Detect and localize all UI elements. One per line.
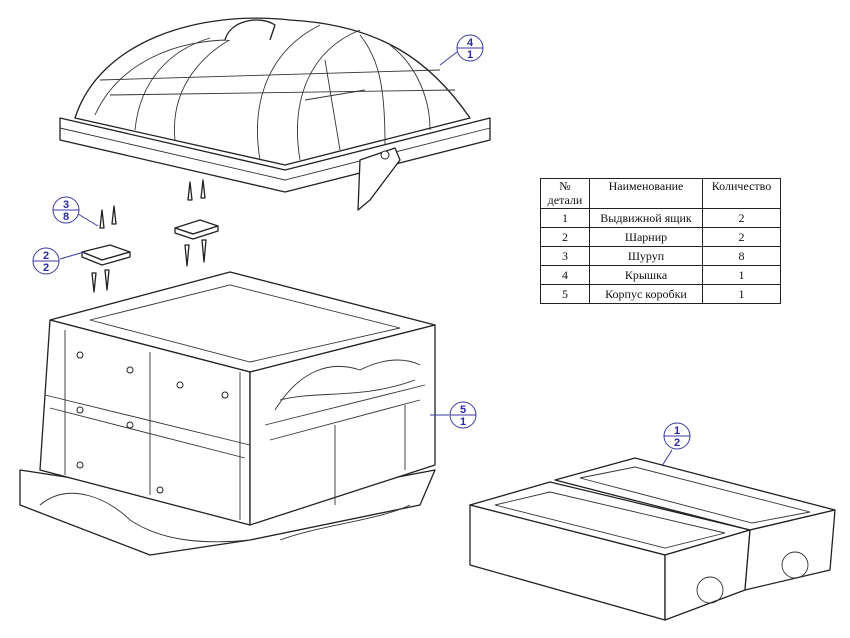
- table-header: № детали Наименование Количество: [540, 178, 781, 209]
- lid-part-4: [59, 17, 491, 211]
- header-quantity: Количество: [702, 178, 781, 209]
- svg-text:2: 2: [674, 437, 680, 449]
- drawers-part-1: [469, 457, 836, 621]
- svg-text:8: 8: [63, 211, 69, 223]
- cell-no: 1: [540, 208, 590, 228]
- header-name: Наименование: [589, 178, 703, 209]
- cell-qty: 2: [702, 227, 781, 247]
- screws-part-3: [91, 179, 207, 293]
- cell-name: Выдвижной ящик: [589, 208, 703, 228]
- cell-qty: 8: [702, 246, 781, 266]
- header-part-number: № детали: [540, 178, 590, 209]
- cell-name: Крышка: [589, 265, 703, 285]
- svg-text:2: 2: [43, 250, 49, 262]
- balloon-part-5: 51: [449, 401, 477, 429]
- cell-no: 2: [540, 227, 590, 247]
- svg-text:5: 5: [460, 404, 466, 416]
- svg-text:3: 3: [63, 199, 69, 211]
- balloon-part-3: 38: [52, 196, 80, 224]
- svg-text:4: 4: [467, 37, 474, 49]
- balloon-part-4: 41: [456, 34, 484, 62]
- cell-qty: 2: [702, 208, 781, 228]
- balloon-part-2: 22: [32, 247, 60, 275]
- svg-text:1: 1: [460, 416, 466, 428]
- svg-text:1: 1: [467, 49, 473, 61]
- cell-name: Шуруп: [589, 246, 703, 266]
- box-body-part-5: [19, 271, 436, 556]
- balloon-part-1: 12: [663, 422, 691, 450]
- hinges-part-2: [81, 219, 219, 266]
- cell-qty: 1: [702, 265, 781, 285]
- cell-name: Корпус коробки: [589, 284, 703, 304]
- cell-no: 3: [540, 246, 590, 266]
- balloons: 41 38 22 51 12: [32, 34, 691, 467]
- cell-no: 5: [540, 284, 590, 304]
- svg-text:2: 2: [43, 262, 49, 274]
- svg-text:1: 1: [674, 425, 680, 437]
- cell-no: 4: [540, 265, 590, 285]
- cell-name: Шарнир: [589, 227, 703, 247]
- cell-qty: 1: [702, 284, 781, 304]
